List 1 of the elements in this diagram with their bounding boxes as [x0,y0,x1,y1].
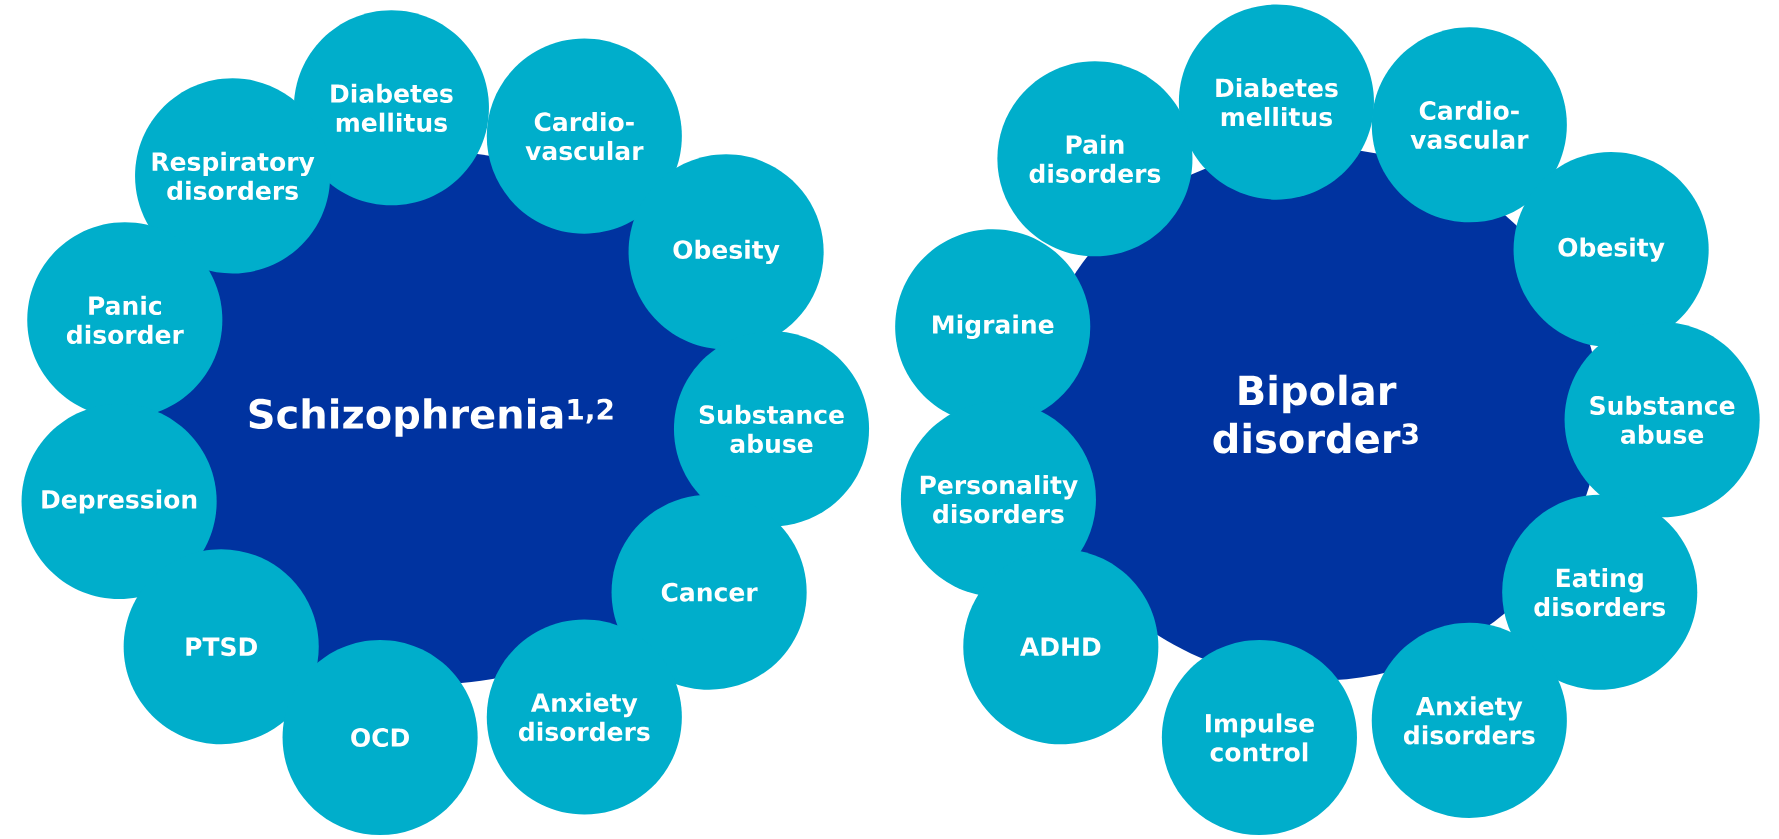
node-label: Diabetes mellitus [331,83,453,132]
